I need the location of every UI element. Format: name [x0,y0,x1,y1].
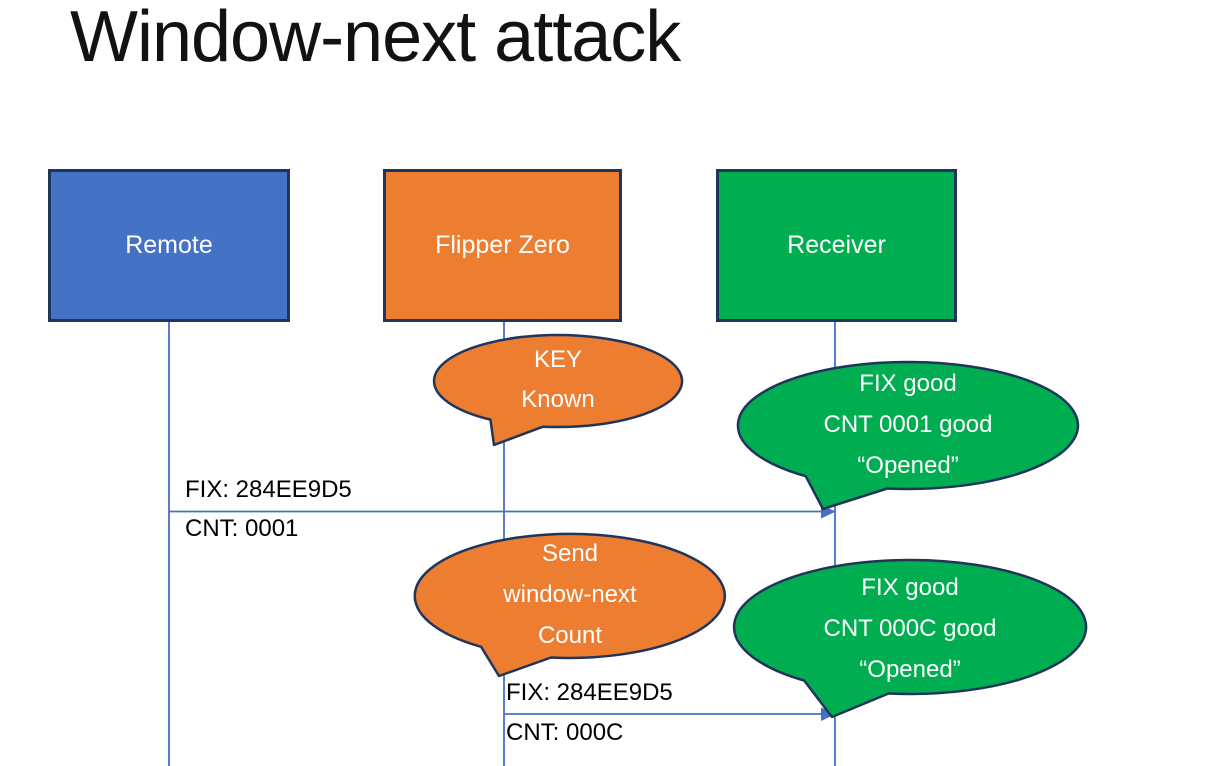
message-1-label-cnt: CNT: 0001 [185,515,299,542]
callout-bubble-key-known [432,333,684,447]
actor-box-flipper-zero: Flipper Zero [383,169,622,322]
callout-bubble-opened-2 [732,558,1088,719]
actor-label-flipper-zero: Flipper Zero [435,231,570,259]
actor-box-remote: Remote [48,169,290,322]
actor-label-receiver: Receiver [787,231,886,259]
slide-title: Window-next attack [70,0,681,77]
actor-box-receiver: Receiver [716,169,957,322]
message-2-label-cnt: CNT: 000C [506,719,624,746]
actor-label-remote: Remote [125,231,213,259]
callout-bubble-opened-1 [736,360,1080,511]
message-2-label-fix: FIX: 284EE9D5 [506,679,673,706]
callout-bubble-send-window-next [413,532,726,678]
message-1-label-fix: FIX: 284EE9D5 [185,476,352,503]
